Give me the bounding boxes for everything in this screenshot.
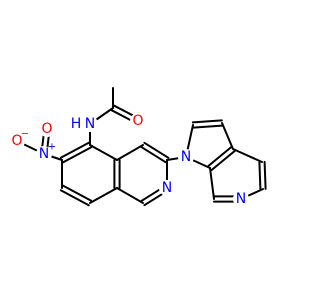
atom-symbol: O xyxy=(41,121,52,137)
atom-nitro-o-minus: O− xyxy=(9,129,29,149)
bond-c7-c8-b xyxy=(62,184,93,202)
atom-amide-h: H xyxy=(68,116,84,132)
atom-carbonyl-o: O xyxy=(130,113,146,129)
atom-nitro-n: N+ xyxy=(36,142,56,162)
atom-charge: − xyxy=(21,129,29,140)
atom-symbol: N xyxy=(181,149,191,165)
bond-p7a-p7 xyxy=(209,167,215,200)
atom-charge: + xyxy=(48,142,56,153)
bond-p2-p3-a xyxy=(192,124,224,129)
atom-isoquinoline-n: N xyxy=(159,180,175,196)
atom-mask xyxy=(36,146,52,162)
atom-mask xyxy=(39,121,55,137)
atom-symbol: O xyxy=(11,133,22,149)
bond-p3-p3a xyxy=(221,122,234,150)
bond-c5-c6-a xyxy=(59,141,90,159)
atom-symbol: N xyxy=(85,116,95,132)
bond-p5-p4-a xyxy=(263,160,267,190)
bond-layer xyxy=(16,87,267,207)
atom-mask xyxy=(68,116,84,132)
atom-pyrrole-n: N xyxy=(178,149,194,165)
atom-symbol: H xyxy=(71,116,82,132)
atom-pyridine-n: N xyxy=(233,191,249,207)
atom-symbol: N xyxy=(162,180,172,196)
atom-mask xyxy=(159,180,175,196)
atom-symbol: N xyxy=(39,146,49,162)
bond-c8-c8a xyxy=(89,187,118,204)
atom-symbol: O xyxy=(132,113,143,129)
bond-c5-c6-b xyxy=(62,146,93,164)
atom-mask xyxy=(130,113,146,129)
bond-c7-c8-a xyxy=(59,189,90,207)
atom-nitro-o: O xyxy=(39,121,55,137)
atom-symbol: N xyxy=(236,191,246,207)
bond-c4a-c4 xyxy=(116,144,144,161)
bond-p3a-p7a-b xyxy=(210,150,236,172)
bond-p4-p3a xyxy=(232,148,263,163)
atom-amide-n: N xyxy=(82,116,98,132)
bond-c4-c3-a xyxy=(140,146,167,164)
bond-c4a-c5 xyxy=(89,144,118,161)
bond-p5-p4-b xyxy=(258,161,262,191)
atom-mask xyxy=(9,133,25,149)
bond-c1-c8a xyxy=(116,187,144,204)
atom-mask xyxy=(233,191,249,207)
atom-mask xyxy=(178,149,194,165)
atom-mask xyxy=(82,116,98,132)
bond-p2-p3-b xyxy=(191,119,223,124)
bond-c4-c3-b xyxy=(143,141,170,159)
bond-p3a-p7a-a xyxy=(207,145,233,167)
